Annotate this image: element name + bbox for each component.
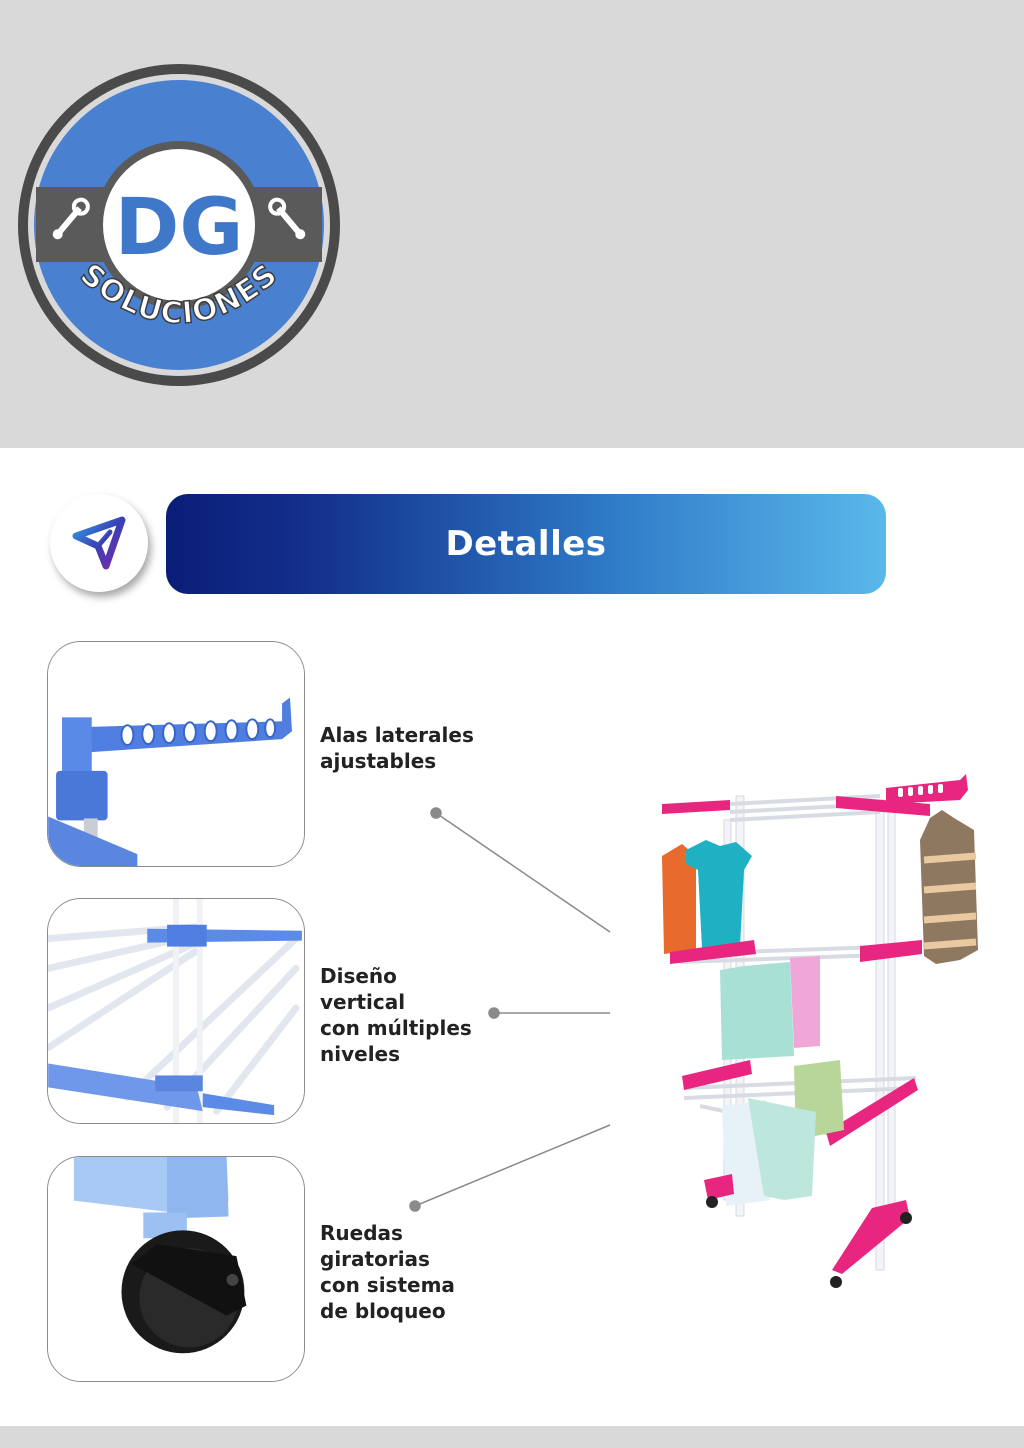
footer-band (0, 1426, 1024, 1448)
feature-image-caster-wheel (47, 1156, 305, 1382)
wrench-icon (268, 197, 306, 240)
feature-label-side-wings: Alas laterales ajustables (320, 723, 474, 773)
product-image-drying-rack (640, 760, 990, 1300)
feature-image-rack-levels (47, 898, 305, 1124)
section-title: Detalles (445, 524, 607, 564)
section-icon-badge (50, 494, 148, 592)
company-logo: DG SOLUCIONES (16, 62, 342, 388)
feature-image-side-wings (47, 641, 305, 867)
callout-dot-side-wings (430, 807, 442, 819)
callout-dot-caster-wheels (409, 1200, 421, 1212)
feature-label-caster-wheels: Ruedas giratorias con sistema de bloqueo (320, 1221, 455, 1323)
callout-line-caster-wheels (414, 1124, 611, 1207)
wrench-icon (52, 197, 90, 240)
section-title-bar: Detalles (166, 494, 886, 594)
paper-plane-icon (72, 516, 126, 570)
callout-line-side-wings (435, 812, 611, 933)
feature-label-vertical-levels: Diseño vertical con múltiples niveles (320, 964, 472, 1066)
logo-initials: DG (115, 183, 244, 273)
